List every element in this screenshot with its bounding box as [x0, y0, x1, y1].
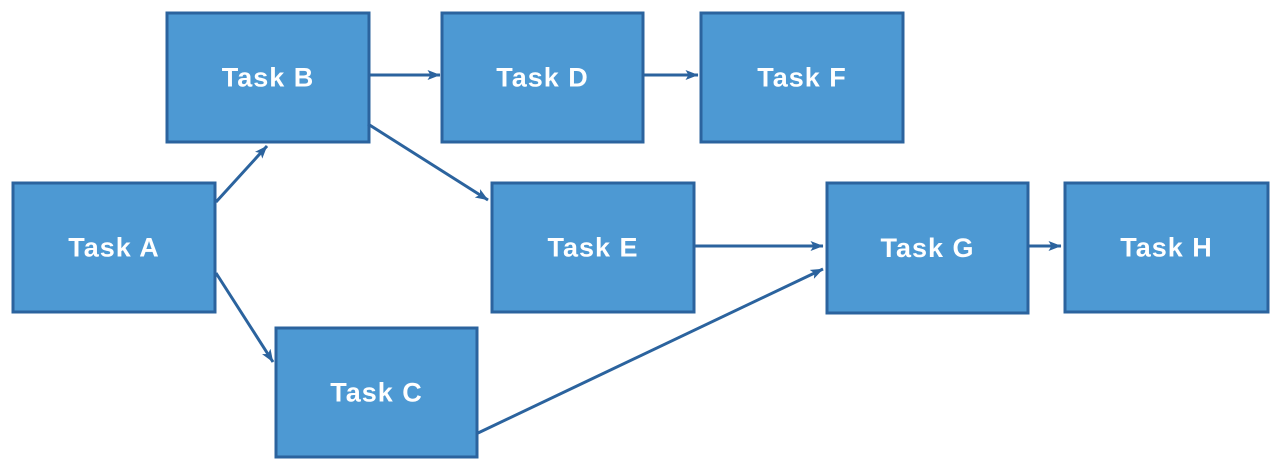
task-d-node: Task D	[440, 11, 645, 144]
task-c-box	[274, 326, 479, 459]
task-b-label: Task B	[222, 63, 315, 93]
task-h-label: Task H	[1120, 233, 1213, 263]
task-g-label: Task G	[880, 233, 974, 263]
task-b-box	[165, 11, 371, 144]
task-b-node: Task B	[165, 11, 371, 144]
task-e-box	[490, 181, 696, 314]
task-f-node: Task F	[699, 11, 905, 144]
task-a-label: Task A	[68, 233, 160, 263]
task-e-label: Task E	[547, 233, 638, 263]
nodes-layer: Task A Task B Task C Task D Task E Task F Task…	[11, 11, 1270, 459]
task-h-box	[1063, 181, 1270, 314]
task-a-node: Task A	[11, 181, 217, 314]
task-e-node: Task E	[490, 181, 696, 314]
edge-task-c-to-task-g	[477, 267, 824, 435]
edge-task-b-to-task-e	[367, 122, 489, 202]
task-d-label: Task D	[496, 63, 589, 93]
edges-layer	[214, 70, 1062, 435]
edge-task-a-to-task-b	[214, 144, 269, 204]
task-c-node: Task C	[274, 326, 479, 459]
edge-task-a-to-task-c	[214, 272, 275, 363]
task-a-box	[11, 181, 217, 314]
task-h-node: Task H	[1063, 181, 1270, 314]
task-g-node: Task G	[825, 181, 1030, 315]
task-g-box	[825, 181, 1030, 315]
task-d-box	[440, 11, 645, 144]
task-f-label: Task F	[757, 63, 847, 93]
task-f-box	[699, 11, 905, 144]
task-c-label: Task C	[330, 378, 423, 408]
